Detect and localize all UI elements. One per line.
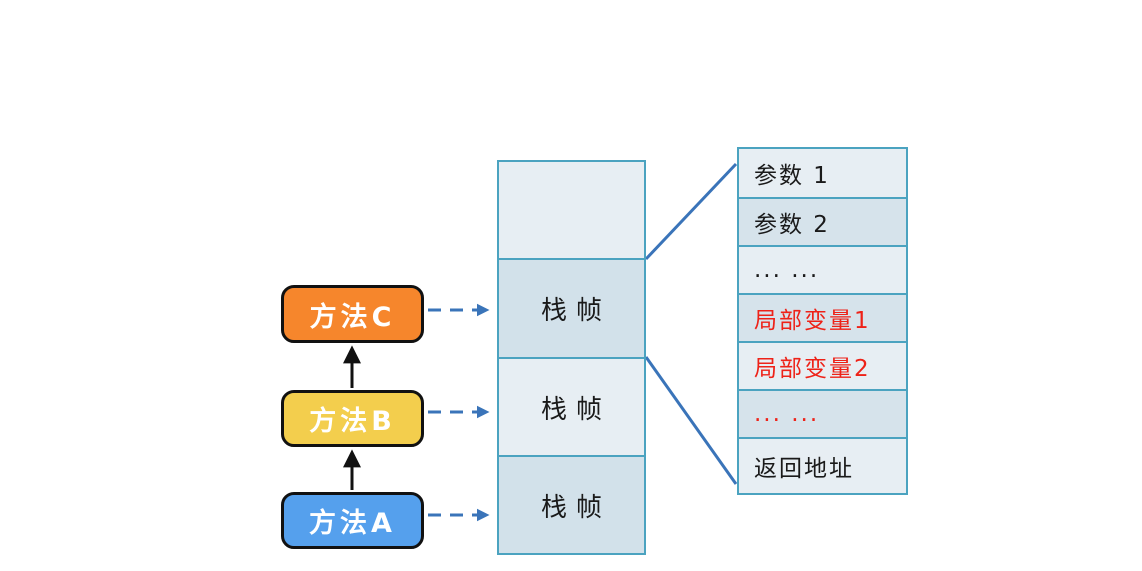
frame-detail-row-params-ellipsis: ... ... <box>739 245 906 293</box>
stack-free-space <box>499 162 644 258</box>
stack-column: 栈帧 栈帧 栈帧 <box>497 160 646 555</box>
frame-detail-row-return-address: 返回地址 <box>739 437 906 493</box>
stack-frame-a: 栈帧 <box>499 455 644 553</box>
frame-detail-row-localvar2: 局部变量2 <box>739 341 906 389</box>
frame-detail-row-param2: 参数 2 <box>739 197 906 245</box>
method-box-b-label: 方法B <box>309 406 396 437</box>
method-box-c: 方法C <box>281 285 424 343</box>
stack-frame-a-label: 栈帧 <box>540 492 611 523</box>
frame-detail-row-localvars-ellipsis: ... ... <box>739 389 906 437</box>
frame-detail-connector-bottom-icon <box>644 356 738 485</box>
frame-detail-row-label: ... ... <box>754 401 820 427</box>
frame-detail-connector-top-icon <box>644 162 738 261</box>
frame-detail-row-param1: 参数 1 <box>739 149 906 197</box>
method-box-c-label: 方法C <box>309 301 396 333</box>
frame-detail-row-label: 局部变量2 <box>754 356 871 382</box>
frame-detail-row-label: 参数 1 <box>754 163 830 189</box>
stack-frame-c-label: 栈帧 <box>540 296 611 326</box>
frame-detail-row-localvar1: 局部变量1 <box>739 293 906 341</box>
frame-detail-row-label: 返回地址 <box>754 456 854 482</box>
stack-frame-c: 栈帧 <box>499 258 644 357</box>
method-box-a-label: 方法A <box>309 508 396 539</box>
method-box-a: 方法A <box>281 492 424 549</box>
frame-detail-row-label: 局部变量1 <box>754 308 871 334</box>
stack-frame-b-label: 栈帧 <box>540 394 611 425</box>
stack-frame-b: 栈帧 <box>499 357 644 455</box>
method-box-b: 方法B <box>281 390 424 447</box>
frame-detail-row-label: 参数 2 <box>754 212 830 238</box>
frame-detail-box: 参数 1 参数 2 ... ... 局部变量1 局部变量2 ... ... 返回… <box>737 147 908 495</box>
frame-detail-row-label: ... ... <box>754 257 820 283</box>
